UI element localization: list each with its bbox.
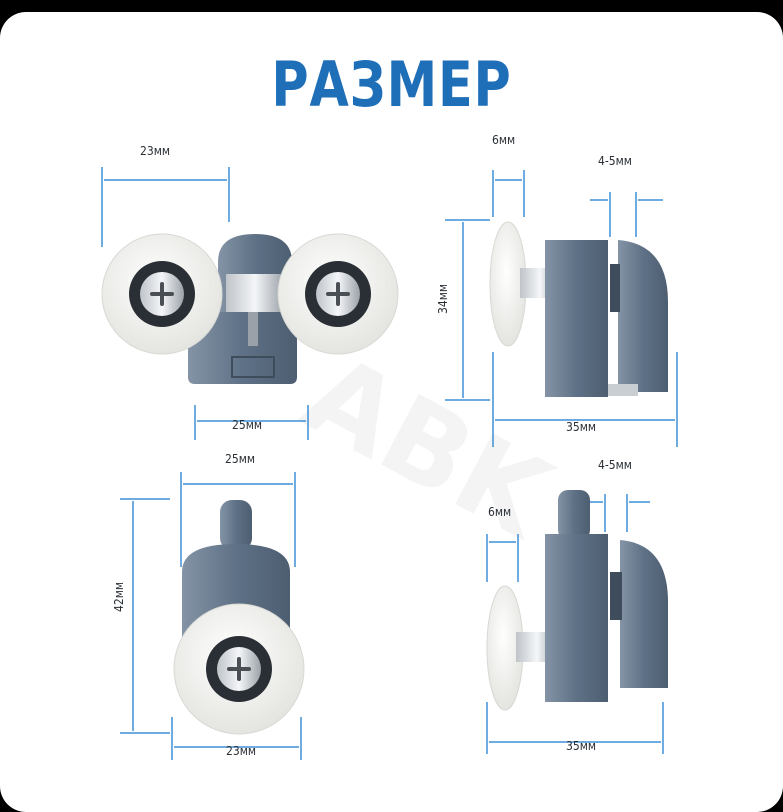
page-title: РАЗМЕР [271,48,512,121]
double-roller-front-view [101,167,399,440]
dim-label-top-right-axle: 6мм [492,133,516,147]
product-card: РАЗМЕР ABK [0,12,783,812]
single-roller-side-view-bottom [486,490,668,754]
dim-label-top-right-height: 34мм [436,283,451,315]
roller-diagrams [101,167,678,760]
dim-label-top-left-width: 23мм [140,144,171,158]
dim-label-bottom-left-width: 23мм [226,744,257,758]
dim-label-bottom-right-axle: 6мм [488,505,512,519]
dim-label-bottom-left-height: 42мм [112,581,127,613]
dim-label-bottom-right-gap: 4-5мм [598,458,632,472]
dim-label-top-right-depth: 35мм [566,420,597,434]
single-roller-front-view [120,472,305,760]
dim-label-top-left-base: 25мм [232,418,263,432]
dim-label-bottom-right-depth: 35мм [566,739,597,753]
dim-label-top-right-gap: 4-5мм [598,154,632,168]
single-roller-side-view-top [445,170,678,447]
dim-label-bottom-left-top: 25мм [225,452,256,466]
